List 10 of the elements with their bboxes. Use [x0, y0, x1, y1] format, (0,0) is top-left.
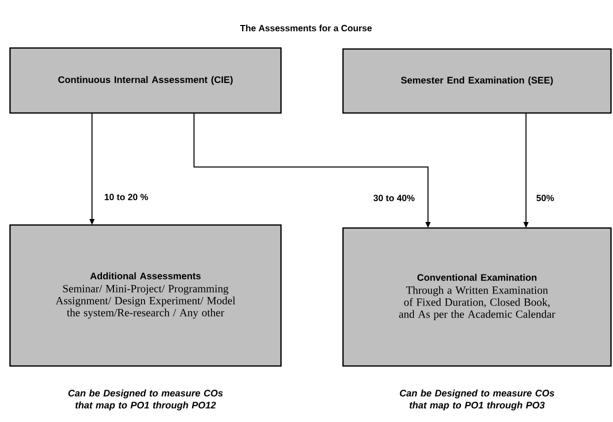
edge-label: 10 to 20 %: [104, 194, 148, 200]
process-box: Semester End Examination (SEE): [342, 48, 612, 114]
node-label: Can be Designed to measure COs that map to PO1 through PO3: [400, 390, 554, 410]
edge-label: 30 to 40%: [373, 194, 415, 202]
title: The Assessments for a Course: [240, 24, 372, 32]
edge-label: 50%: [536, 194, 554, 202]
process-box: Conventional Examination Through a Written Examination of Fixed Duration, Closed Book, and As per the Academic Calendar: [342, 227, 612, 367]
node-label: Can be Designed to measure COs that map to PO1 through PO12: [68, 390, 223, 410]
process-box: Additional Assessments Seminar/ Mini-Project/ Programming Assignment/ Design Experiment/ Model the system/Re-research / Any other: [9, 224, 282, 367]
process-box: Continuous Internal Assessment (CIE): [9, 47, 282, 114]
